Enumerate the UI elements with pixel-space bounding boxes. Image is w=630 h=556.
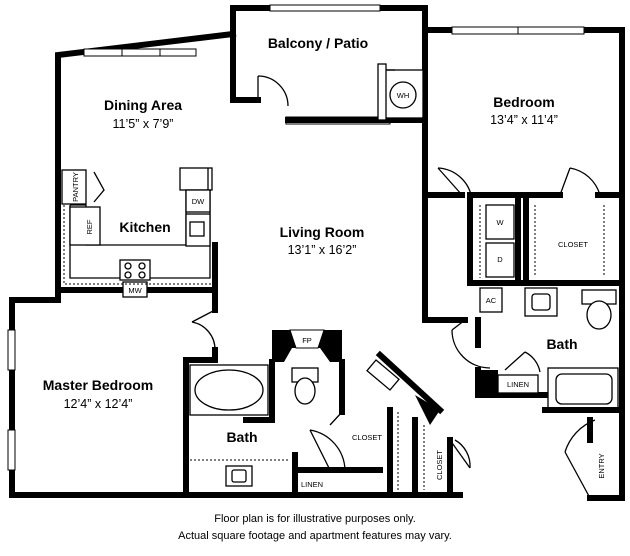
dining-name: Dining Area [104,97,182,113]
second-bath-area [422,192,625,499]
d-label: D [497,255,503,264]
bath-second-name: Bath [546,336,577,352]
dining-dim: 11’5” x 7’9” [113,117,174,131]
closet-bedroom-label: CLOSET [558,240,588,249]
mw-label: MW [128,286,142,295]
balcony-area [230,31,428,123]
linen-second-label: LINEN [507,380,529,389]
bedroom-walls [422,117,625,286]
entry-label: ENTRY [597,453,606,478]
closet-hall-area [366,350,471,498]
w-label: W [496,218,504,227]
fireplace [272,329,342,362]
bedroom-name: Bedroom [493,94,554,110]
closet-master-label: CLOSET [352,433,382,442]
footer-disclaimer-line1: Floor plan is for illustrative purposes … [214,513,416,525]
pantry-label: PANTRY [71,172,80,202]
dw-label: DW [192,197,205,206]
bath-master-name: Bath [226,429,257,445]
linen-master-label: LINEN [301,480,323,489]
kitchen-name: Kitchen [119,219,170,235]
fp-label: FP [302,336,312,345]
living-dim: 13’1” x 16’2” [288,243,357,257]
bedroom-dim: 13’4” x 11’4” [490,113,558,127]
footer-disclaimer-line2: Actual square footage and apartment feat… [178,530,452,542]
master-bath-area [189,359,383,498]
ref-label: REF [85,219,94,234]
master-bedroom-walls [183,287,218,498]
balcony-name: Balcony / Patio [268,35,368,51]
closet-hall-label: CLOSET [435,450,444,480]
ac-label: AC [486,296,497,305]
kitchen-area [55,167,218,298]
wh-label: WH [397,91,410,100]
living-name: Living Room [280,224,365,240]
master-dim: 12’4” x 12’4” [64,397,133,411]
master-name: Master Bedroom [43,377,153,393]
